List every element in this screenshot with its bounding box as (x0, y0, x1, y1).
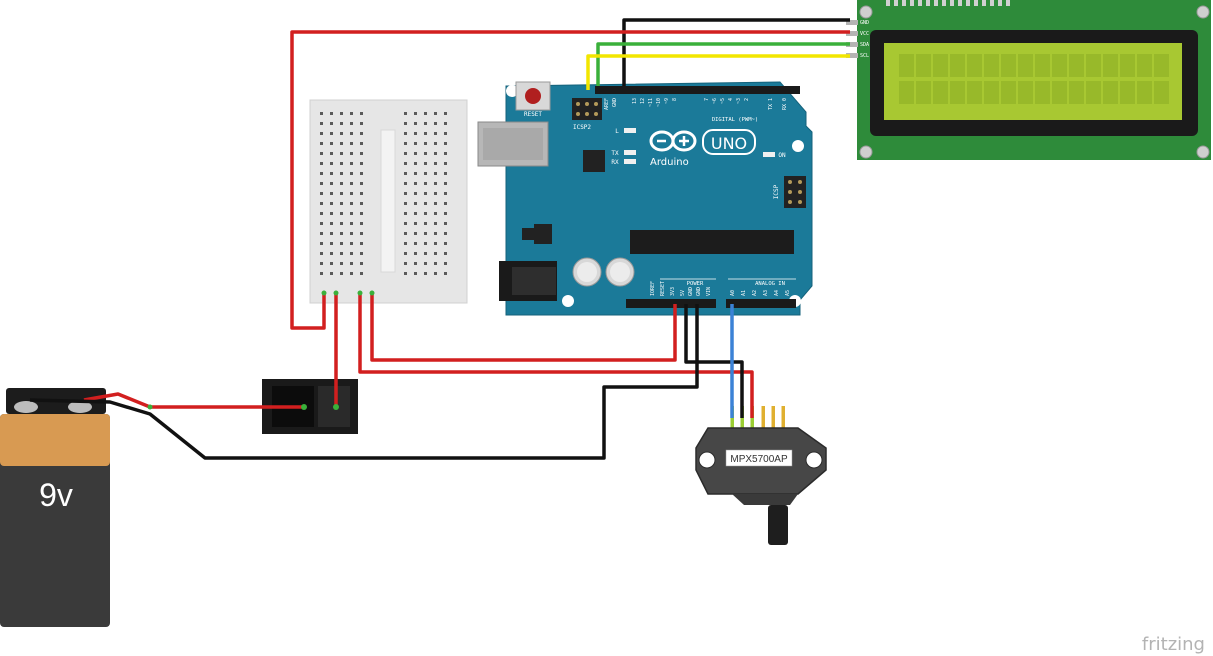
led-l-label: L (615, 128, 619, 135)
lcd-pin-label-gnd: GND (860, 20, 869, 26)
led-on (763, 152, 775, 157)
sensor-label: MPX5700AP (730, 454, 788, 465)
digital-pin-label: 8 (672, 98, 678, 101)
fritzing-watermark: fritzing (1142, 634, 1205, 655)
power-pin-label: GND (688, 287, 694, 296)
wire-5v (370, 292, 677, 362)
arduino-brand: Arduino (650, 157, 689, 168)
digital-pin-label: ~11 (648, 98, 654, 107)
digital-pin-label: ~10 (656, 98, 662, 107)
battery-terminal (14, 401, 92, 413)
sensor-pin (771, 406, 775, 430)
analog-pin-label: A4 (774, 290, 780, 296)
digital-pin-label: 2 (744, 98, 750, 101)
capacitor (605, 257, 635, 287)
arduino-model: UNO (711, 134, 747, 153)
power-pin-label: IOREF (650, 281, 656, 296)
led-tx-label: TX (611, 150, 619, 157)
analog-pin-label: A2 (752, 290, 758, 296)
icsp-header (784, 176, 806, 208)
microcontroller-chip (630, 230, 794, 254)
led-rx-label: RX (611, 159, 619, 166)
digital-pin-label: RX 0 (782, 98, 788, 110)
on-label: ON (778, 152, 786, 159)
led-rx (624, 159, 636, 164)
uno-badge: UNO (702, 129, 756, 155)
analog-pin-label: A5 (785, 290, 791, 296)
analog-pin-label: A1 (741, 290, 747, 296)
reset-label: RESET (524, 111, 542, 118)
digital-header (595, 86, 800, 94)
icsp2-label: ICSP2 (573, 124, 591, 131)
power-pin-label: RESET (660, 281, 666, 296)
power-pin-label: 3V3 (670, 287, 676, 296)
analog-pin-label: A3 (763, 290, 769, 296)
digital-pin-label: 7 (704, 98, 710, 101)
power-pin-label: GND (696, 287, 702, 296)
wire-sensor-vcc (358, 292, 754, 418)
lcd-pin-label-vcc: VCC (860, 31, 869, 37)
digital-pin-label: ~3 (736, 98, 742, 104)
icsp-label: ICSP (773, 184, 780, 199)
sensor-port (768, 505, 788, 545)
power-header (626, 299, 716, 308)
digital-pin-label: TX 1 (768, 98, 774, 110)
power-pin-label: 5V (680, 290, 686, 296)
icsp2-header (572, 98, 602, 120)
battery-9v: 9v (0, 388, 110, 627)
wire-battery-pos (83, 392, 304, 409)
power-label: POWER (687, 281, 704, 287)
arduino-logo-icon (649, 130, 697, 152)
sensor-pin (761, 406, 765, 430)
analog-header (726, 299, 796, 308)
sensor-pin (781, 406, 785, 430)
lcd-pin-label-scl: SCL (860, 53, 869, 59)
digital-label: DIGITAL (PWM~) (712, 117, 758, 123)
led-tx (624, 150, 636, 155)
digital-pin-label: 12 (640, 98, 646, 104)
digital-pin-label: ~6 (712, 98, 718, 104)
digital-pin-label: 4 (728, 98, 734, 101)
capacitor (572, 257, 602, 287)
reset-button (515, 81, 551, 111)
power-pin-label: VIN (706, 287, 712, 296)
lcd-module: GND VCC SDA SCL (846, 0, 1211, 160)
breadboard (309, 99, 468, 304)
wire-lcd-sda (596, 42, 850, 86)
battery-label: 9v (39, 477, 73, 513)
led-l (624, 128, 636, 133)
lcd-pin-label-sda: SDA (860, 42, 869, 48)
analog-label: ANALOG IN (755, 281, 785, 287)
digital-pin-label: ~9 (664, 98, 670, 104)
analog-pin-label: A0 (730, 290, 736, 296)
digital-pin-label: AREF (604, 98, 610, 110)
wire-sensor-gnd (684, 304, 744, 418)
wire-battery-neg (29, 304, 699, 460)
digital-pin-label: 13 (632, 98, 638, 104)
pressure-sensor: MPX5700AP (695, 406, 827, 545)
wire-lcd-gnd (622, 18, 850, 86)
digital-pin-label: GND (612, 98, 618, 107)
wire-lcd-scl (586, 54, 850, 90)
wire-lcd-vcc (290, 30, 850, 330)
digital-pin-label: ~5 (720, 98, 726, 104)
